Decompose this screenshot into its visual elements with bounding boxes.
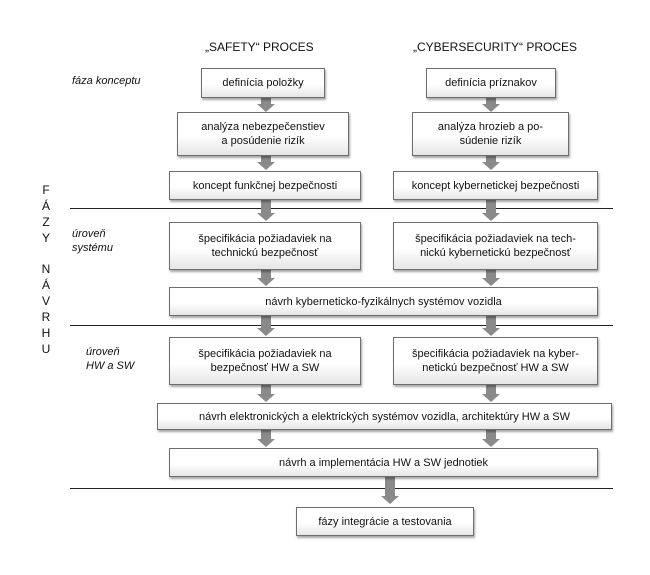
cyber-threat-analysis-box: analýza hrozieb a po- súdenie rizík: [412, 112, 569, 156]
safety-technical-requirements-line1: špecifikácia požiadaviek na: [198, 233, 332, 245]
integration-testing-text: fázy integrácie a testovania: [318, 515, 452, 528]
cyber-technical-requirements-box: špecifikácia požiadaviek na tech- nickú …: [393, 222, 598, 270]
cyber-threat-analysis-line2: súdenie rizík: [459, 135, 522, 147]
cyber-physical-systems-design-box: návrh kyberneticko-fyzikálnych systémov …: [169, 287, 598, 316]
electronics-architecture-design-text: návrh elektronických a elektrických syst…: [198, 410, 571, 423]
hwsw-level-label-line2: HW a SW: [86, 360, 135, 372]
arrow-down-icon: [257, 199, 275, 221]
side-letter: Z: [42, 215, 50, 229]
cyber-feature-definition-text: definícia príznakov: [445, 77, 537, 89]
safety-hwsw-requirements-line2: bezpečnosť HW a SW: [210, 362, 320, 374]
arrow-down-icon: [257, 97, 275, 112]
integration-testing-box: fázy integrácie a testovania: [296, 507, 474, 536]
divider-hwsw-integration: [70, 488, 613, 489]
cyber-technical-requirements-line1: špecifikácia požiadaviek na tech-: [415, 233, 576, 245]
divider-concept-system: [70, 208, 613, 209]
cyber-threat-analysis-line1: analýza hrozieb a po-: [437, 121, 544, 133]
system-level-label-line2: systému: [72, 242, 113, 254]
arrow-down-icon: [482, 269, 500, 286]
safety-technical-requirements-box: špecifikácia požiadaviek na technickú be…: [169, 222, 361, 270]
cybersecurity-concept-box: koncept kybernetickej bezpečnosti: [393, 171, 598, 200]
cyber-physical-systems-design-text: návrh kyberneticko-fyzikálnych systémov …: [265, 295, 502, 308]
arrow-down-icon: [482, 199, 500, 221]
hwsw-level-label: úroveň HW a SW: [86, 345, 134, 373]
electronics-architecture-design-box: návrh elektronických a elektrických syst…: [157, 403, 612, 430]
cyber-hwsw-requirements-box: špecifikácia požiadaviek na kyber- netic…: [393, 337, 598, 385]
arrow-down-icon: [381, 476, 399, 506]
safety-technical-requirements-line2: technickú bezpečnosť: [211, 247, 319, 259]
cyber-technical-requirements-line2: nickú kybernetickú bezpečnosť: [420, 247, 571, 259]
side-letter: H: [41, 326, 51, 340]
arrow-down-icon: [482, 429, 500, 447]
functional-safety-concept-box: koncept funkčnej bezpečnosti: [169, 171, 361, 200]
side-letter: R: [41, 310, 51, 324]
arrow-down-icon: [257, 155, 275, 170]
cyber-hwsw-requirements-line1: špecifikácia požiadaviek na kyber-: [412, 348, 579, 360]
arrow-down-icon: [482, 384, 500, 402]
side-letter: F: [42, 183, 50, 197]
arrow-down-icon: [257, 384, 275, 402]
side-letter: V: [41, 294, 50, 308]
safety-hazard-analysis-box: analýza nebezpečenstiev a posúdenie rizí…: [177, 112, 349, 156]
safety-process-header: „SAFETY“ PROCES: [205, 40, 314, 54]
side-letter: Á: [41, 199, 50, 213]
hwsw-level-label-line1: úroveň: [86, 346, 120, 358]
side-letter: Á: [41, 278, 50, 292]
hwsw-units-implementation-box: návrh a implementácia HW a SW jednotiek: [169, 448, 598, 477]
side-letter: Y: [41, 231, 50, 245]
divider-system-hwsw: [70, 325, 613, 326]
side-letter: N: [41, 262, 51, 276]
hwsw-units-implementation-text: návrh a implementácia HW a SW jednotiek: [278, 456, 489, 469]
arrow-down-icon: [257, 269, 275, 286]
arrow-down-icon: [482, 315, 500, 336]
safety-item-definition-text: definícia položky: [222, 77, 304, 89]
cyber-feature-definition-box: definícia príznakov: [426, 68, 556, 98]
arrow-down-icon: [257, 315, 275, 336]
arrow-down-icon: [257, 429, 275, 447]
concept-phase-label: fáza konceptu: [72, 75, 141, 87]
cybersecurity-concept-text: koncept kybernetickej bezpečnosti: [411, 179, 580, 192]
safety-item-definition-box: definícia položky: [201, 68, 325, 98]
system-level-label: úroveň systému: [72, 227, 113, 255]
system-level-label-line1: úroveň: [72, 228, 106, 240]
safety-hwsw-requirements-box: špecifikácia požiadaviek na bezpečnosť H…: [169, 337, 361, 385]
side-letter: U: [41, 342, 51, 356]
functional-safety-concept-text: koncept funkčnej bezpečnosti: [192, 179, 338, 192]
safety-hazard-analysis-line2: a posúdenie rizík: [221, 135, 305, 147]
arrow-down-icon: [482, 97, 500, 112]
cyber-hwsw-requirements-line2: netickú bezpečnosť HW a SW: [422, 362, 569, 374]
safety-hazard-analysis-line1: analýza nebezpečenstiev: [201, 121, 325, 133]
arrow-down-icon: [482, 155, 500, 170]
cybersecurity-process-header: „CYBERSECURITY“ PROCES: [413, 40, 578, 54]
safety-hwsw-requirements-line1: špecifikácia požiadaviek na: [198, 348, 332, 360]
